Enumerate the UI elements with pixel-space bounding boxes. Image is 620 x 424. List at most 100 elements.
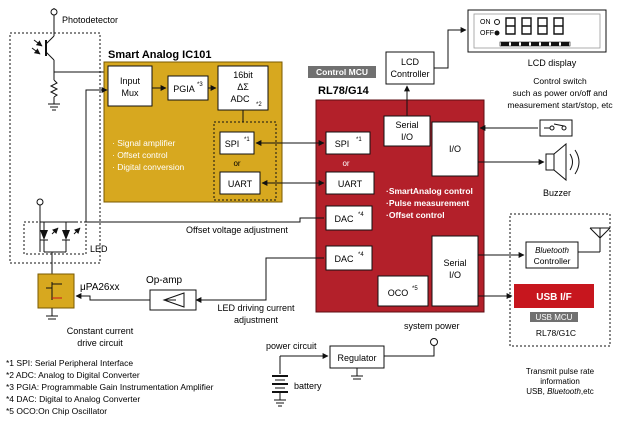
io-box-label: I/O <box>449 144 461 154</box>
uart-right-label: UART <box>338 179 363 189</box>
control-switch-label-2: such as power on/off and <box>513 88 608 98</box>
pgia-note: *3 <box>197 82 203 88</box>
sa-feature-3: · Digital conversion <box>112 162 185 172</box>
regulator-label: Regulator <box>337 353 376 363</box>
photodetector-label: Photodetector <box>62 15 118 25</box>
oco-label: OCO <box>388 288 409 298</box>
switch-symbol <box>539 119 573 137</box>
comm-enclosure <box>509 213 611 347</box>
or-right: or <box>342 159 349 168</box>
uart-left-label: UART <box>228 179 253 189</box>
offset-voltage-label: Offset voltage adjustment <box>186 225 288 235</box>
transistor-symbol <box>46 282 62 300</box>
dac1-note: *4 <box>358 212 364 218</box>
const-current-label-1: Constant current <box>67 326 134 336</box>
spi-left-box <box>219 131 255 155</box>
transmit-label-1: Transmit pulse rate <box>526 367 595 376</box>
sensor-enclosure <box>9 32 101 264</box>
input-mux-label-1: Input <box>120 76 141 86</box>
power-circuit-label: power circuit <box>266 341 317 351</box>
dac2-box <box>325 245 373 271</box>
dac2-note: *4 <box>358 252 364 258</box>
serial-io-top-box <box>383 115 431 147</box>
bt-controller-label-2: Controller <box>534 256 571 266</box>
dac2-label: DAC <box>334 254 354 264</box>
lcd-controller-label-2: Controller <box>390 69 429 79</box>
system-power-terminal <box>430 338 438 346</box>
bt-controller-box <box>525 241 579 269</box>
adc-label-1: 16bit <box>233 70 253 80</box>
oco-box <box>377 275 429 307</box>
lcd-off: OFF <box>480 30 494 37</box>
sa-interface-group <box>213 121 277 201</box>
serial-io-bottom-label-2: I/O <box>449 270 461 280</box>
lcd-on: ON <box>480 19 491 26</box>
or-left: or <box>233 159 240 168</box>
footnotes: *1 SPI: Serial Peripheral Interface *2 A… <box>6 358 214 416</box>
footnote-1: *1 SPI: Serial Peripheral Interface <box>6 358 133 368</box>
battery-label: battery <box>294 381 322 391</box>
adc-note: *2 <box>256 102 262 108</box>
serial-io-top-label-1: Serial <box>395 120 418 130</box>
serial-io-bottom-box <box>431 235 479 307</box>
dac1-label: DAC <box>334 214 354 224</box>
opamp-label: Op-amp <box>146 275 183 286</box>
transmit-label-2: information <box>540 377 580 386</box>
usb-if-box <box>514 284 594 308</box>
buzzer-icon <box>545 142 580 182</box>
serial-io-bottom-label-1: Serial <box>443 258 466 268</box>
transmit-label-3: USB, Bluetooth,etc <box>526 387 594 396</box>
usb-mcu-tag-label: USB MCU <box>536 313 573 322</box>
pgia-box <box>167 75 209 101</box>
mcu-feature-2: ·Pulse measurement <box>386 198 469 208</box>
spi-right-note: *1 <box>356 137 362 143</box>
adc-label-2: ΔΣ <box>237 82 249 92</box>
pgia-label: PGIA <box>173 84 195 94</box>
usb-mcu-tag <box>530 312 578 322</box>
const-current-label-2: drive circuit <box>77 338 123 348</box>
mcu-feature-3: ·Offset control <box>386 210 445 220</box>
led-icon <box>36 198 81 253</box>
footnote-2: *2 ADC: Analog to Digital Converter <box>6 370 140 380</box>
input-mux-label-2: Mux <box>121 88 139 98</box>
io-box <box>431 121 479 177</box>
battery-icon <box>272 356 288 407</box>
oco-note: *5 <box>412 286 418 292</box>
usb-mcu-model: RL78/G1C <box>536 328 576 338</box>
spi-left-note: *1 <box>244 137 250 143</box>
smart-analog-title: Smart Analog IC101 <box>108 49 212 61</box>
sa-feature-2: · Offset control <box>112 150 168 160</box>
led-label: LED <box>90 244 108 254</box>
input-mux-box <box>107 65 153 107</box>
control-mcu-tag <box>308 66 376 78</box>
mcu-feature-1: ·SmartAnalog control <box>386 186 473 196</box>
lcd-display <box>467 9 607 53</box>
bt-controller-label-1: Bluetooth <box>535 246 569 255</box>
led-enclosure <box>23 221 87 255</box>
spi-right-box <box>325 131 371 155</box>
spi-left-label: SPI <box>225 139 240 149</box>
antenna-icon <box>578 227 611 253</box>
mcu-title: RL78/G14 <box>318 85 370 97</box>
footnote-5: *5 OCO:On Chip Oscillator <box>6 406 107 416</box>
uart-left-box <box>219 171 261 195</box>
control-switch-label-3: measurement start/stop, etc <box>507 100 613 110</box>
buzzer-label: Buzzer <box>543 188 571 198</box>
lcd-display-label: LCD display <box>528 58 577 68</box>
footnote-3: *3 PGIA: Programmable Gain Instrumentati… <box>6 382 214 392</box>
control-switch-label-1: Control switch <box>533 76 587 86</box>
system-power-label: system power <box>404 321 460 331</box>
serial-io-top-label-2: I/O <box>401 132 413 142</box>
footnote-4: *4 DAC: Digital to Analog Converter <box>6 394 140 404</box>
upa-transistor-box <box>37 273 75 309</box>
usb-if-label: USB I/F <box>536 292 572 303</box>
uart-right-box <box>325 171 375 195</box>
lcd-controller-label-1: LCD <box>401 57 420 67</box>
photodetector <box>31 8 107 111</box>
spi-right-label: SPI <box>335 139 350 149</box>
control-mcu-tag-label: Control MCU <box>316 67 368 77</box>
adc-label-3: ADC <box>230 94 250 104</box>
upa-label: μPA26xx <box>80 282 119 293</box>
led-current-label-1: LED driving current <box>217 303 295 313</box>
